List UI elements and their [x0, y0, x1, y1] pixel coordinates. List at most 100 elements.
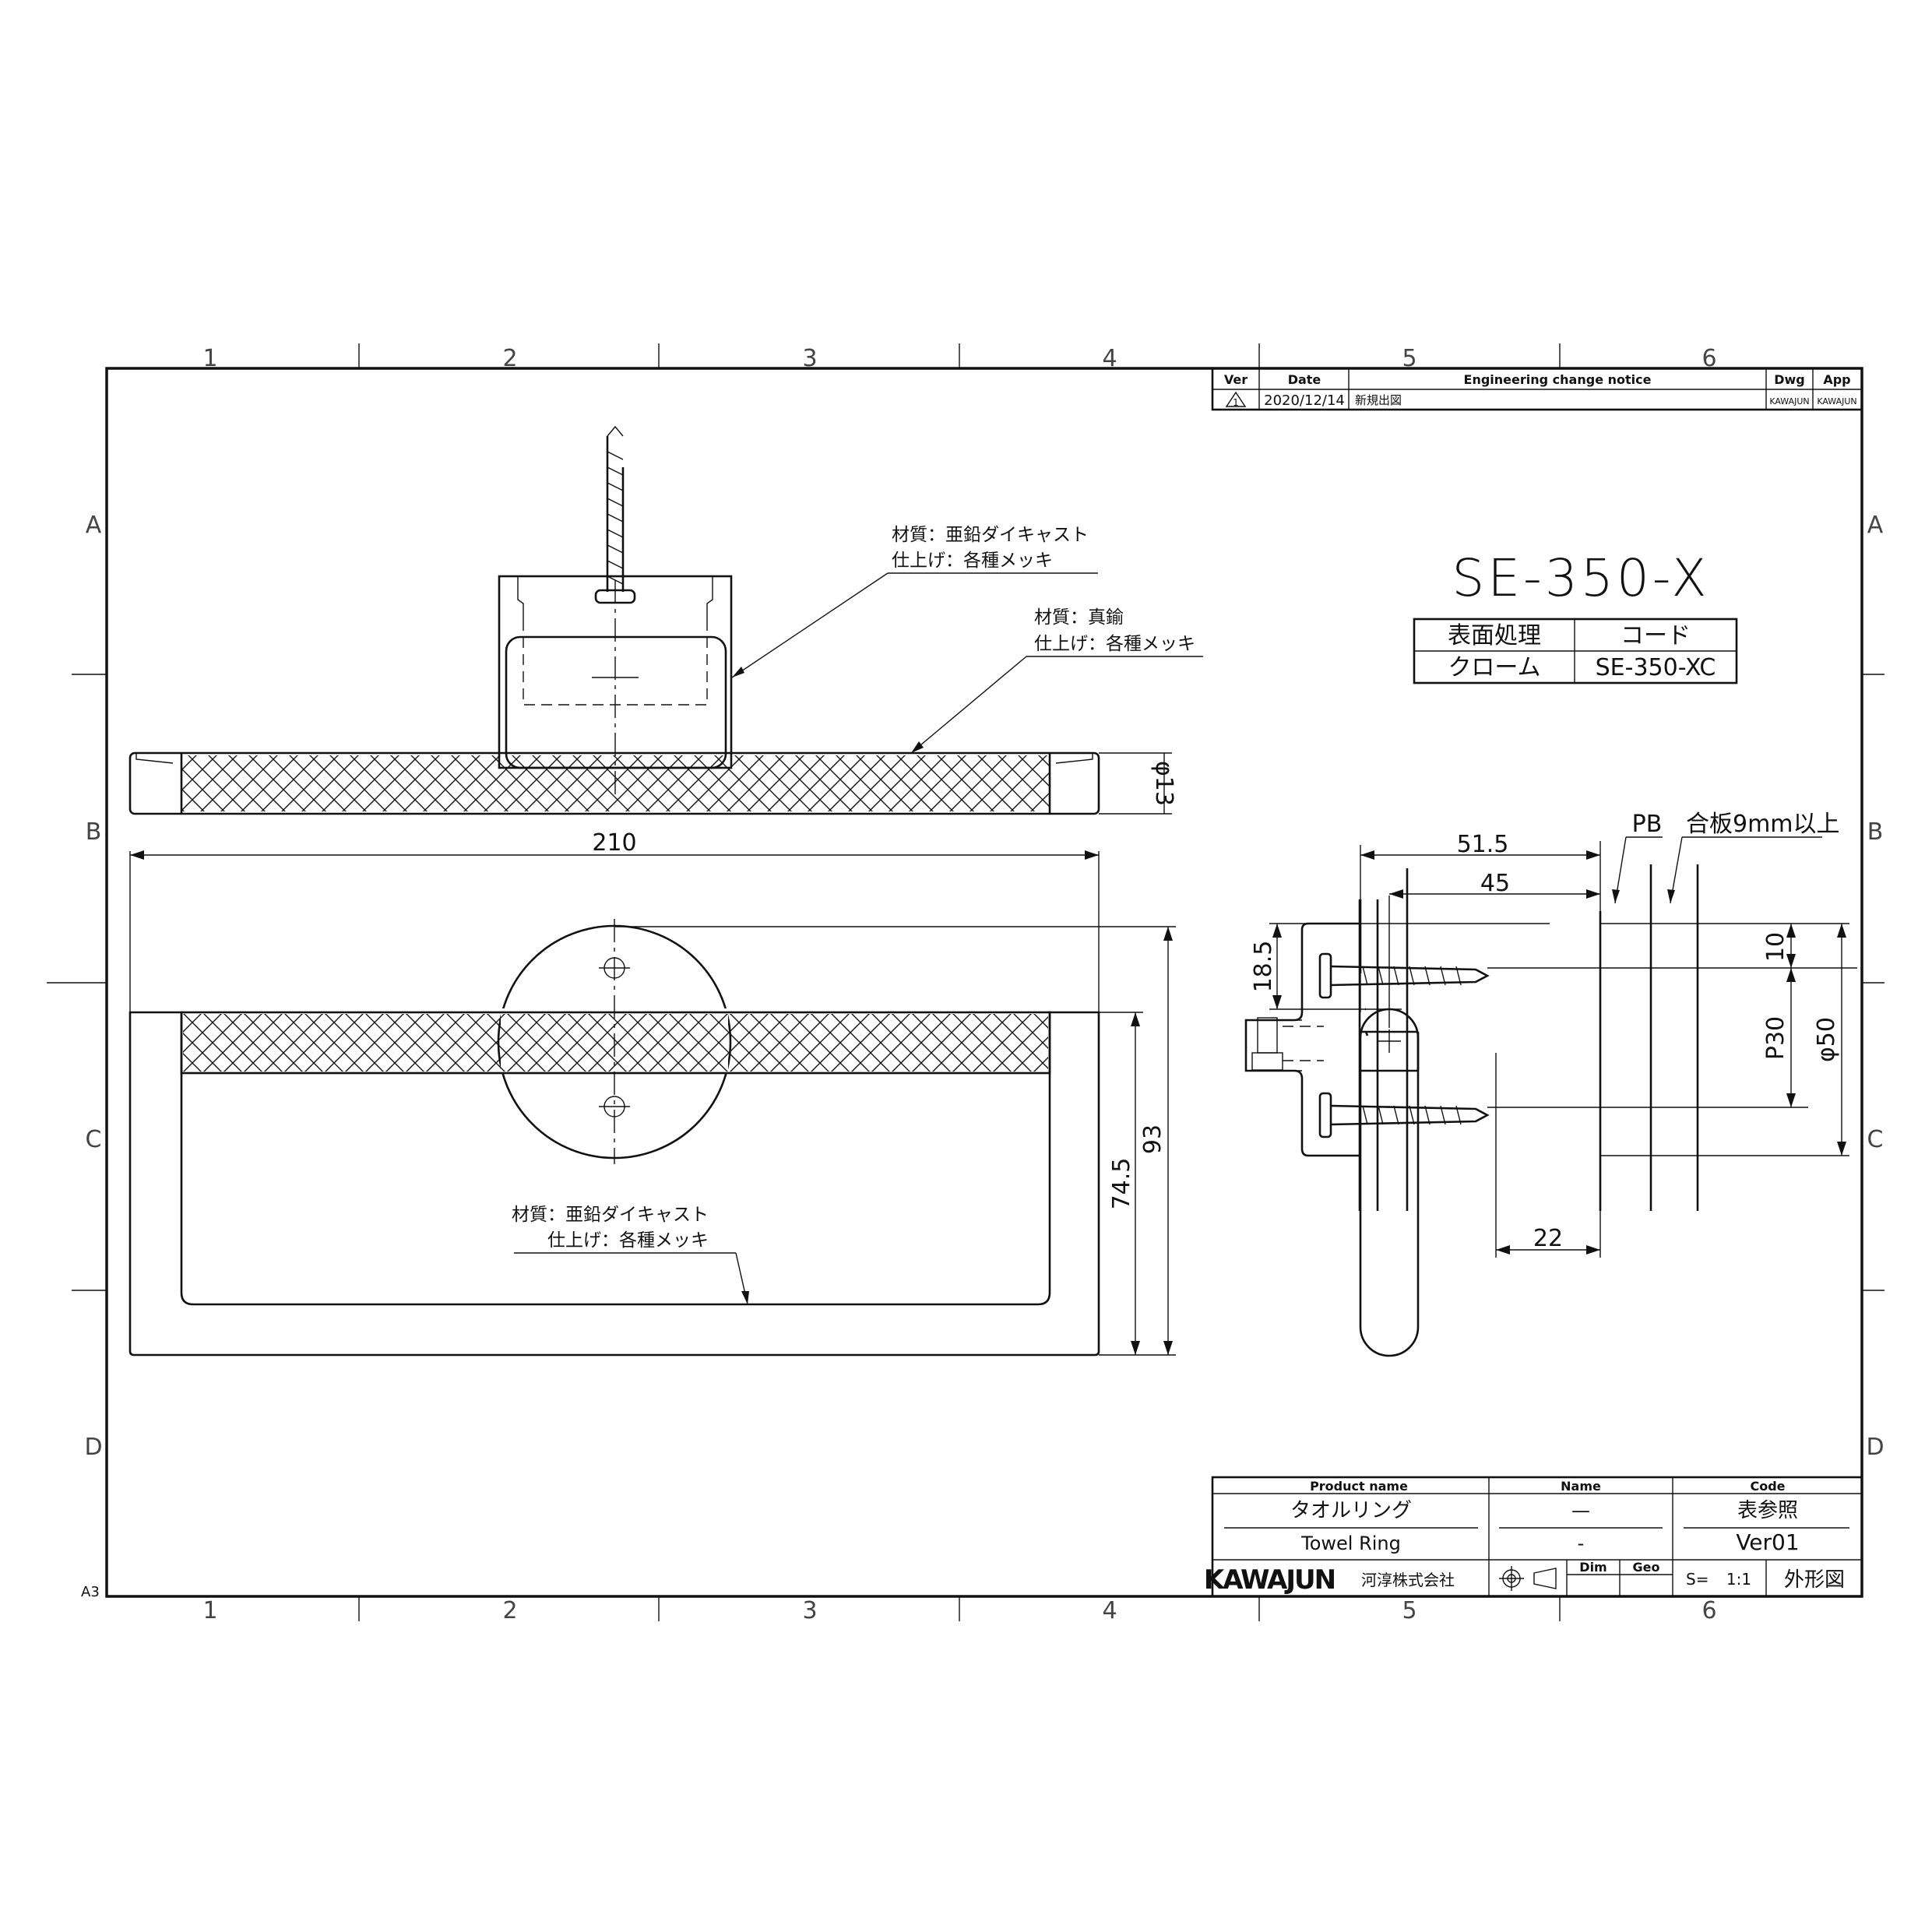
svg-text:Dim: Dim [1579, 1560, 1606, 1575]
svg-text:Towel Ring: Towel Ring [1300, 1533, 1401, 1554]
svg-text:Code: Code [1750, 1479, 1785, 1494]
dim-depth-22: 22 [1495, 1053, 1601, 1258]
svg-text:P30: P30 [1762, 1016, 1789, 1060]
svg-text:4: 4 [1102, 1597, 1117, 1624]
svg-text:クローム: クローム [1448, 654, 1540, 681]
svg-text:コード: コード [1621, 622, 1691, 649]
svg-text:2020/12/14: 2020/12/14 [1264, 392, 1345, 409]
svg-text:PB: PB [1632, 811, 1663, 838]
svg-text:4: 4 [1102, 345, 1117, 372]
svg-text:Dwg: Dwg [1774, 372, 1805, 387]
svg-text:表面処理: 表面処理 [1448, 622, 1541, 649]
dim-overall-width: 210 [129, 829, 1100, 1012]
svg-text:D: D [84, 1434, 102, 1461]
svg-text:5: 5 [1402, 345, 1416, 372]
svg-text:仕上げ：各種メッキ: 仕上げ：各種メッキ [1034, 634, 1195, 654]
svg-text:—: — [1571, 1500, 1590, 1522]
svg-text:A: A [1867, 512, 1884, 539]
svg-text:45: 45 [1480, 870, 1510, 897]
svg-text:B: B [86, 818, 102, 846]
projection-symbol-icon [1499, 1566, 1557, 1591]
svg-text:3: 3 [802, 1597, 817, 1624]
svg-text:C: C [1867, 1126, 1884, 1153]
svg-text:φ50: φ50 [1813, 1017, 1840, 1062]
top-view [128, 425, 1100, 815]
svg-text:外形図: 外形図 [1784, 1568, 1845, 1592]
side-view-centre [1378, 896, 1401, 1053]
frame-ticks [47, 343, 1884, 1621]
company-logo: KAWAJUN [1204, 1564, 1335, 1596]
dim-base-diameter: φ50 [1600, 923, 1849, 1156]
revision-table: Ver Date Engineering change notice Dwg A… [1211, 367, 1863, 411]
svg-text:仕上げ：各種メッキ: 仕上げ：各種メッキ [547, 1230, 709, 1251]
front-view-notes: 材質：亜鉛ダイキャスト 仕上げ：各種メッキ [512, 1205, 749, 1305]
dim-bar-diameter: φ13 [1099, 752, 1177, 815]
svg-text:S=: S= [1686, 1570, 1709, 1589]
sheet-size-label: A3 [81, 1584, 100, 1600]
svg-text:2: 2 [502, 345, 517, 372]
svg-text:材質：亜鉛ダイキャスト: 材質：亜鉛ダイキャスト [892, 525, 1089, 545]
svg-text:10: 10 [1762, 932, 1789, 962]
svg-text:KAWAJUN: KAWAJUN [1817, 396, 1856, 406]
svg-text:Name: Name [1561, 1479, 1601, 1494]
dim-depth-51-5: 51.5 [1360, 831, 1601, 1012]
svg-text:Ver01: Ver01 [1736, 1529, 1799, 1555]
wall-layers [1599, 864, 1699, 1211]
dim-screw-10: 10 [1487, 924, 1857, 1108]
svg-text:C: C [86, 1126, 102, 1153]
svg-text:3: 3 [802, 345, 817, 372]
plywood-label: 合板9mm以上 [1667, 811, 1840, 904]
svg-text:1:1: 1:1 [1726, 1570, 1751, 1589]
front-view [128, 919, 1100, 1357]
svg-text:Geo: Geo [1633, 1560, 1660, 1575]
column-labels-bottom: 1 2 3 4 5 6 [202, 1597, 1716, 1624]
svg-text:22: 22 [1533, 1225, 1563, 1252]
finish-table: 表面処理 コード クローム SE-350-XC [1413, 618, 1738, 684]
dim-depth-45: 45 [1389, 870, 1600, 899]
revision-triangle-icon [1225, 391, 1247, 407]
svg-text:Date: Date [1288, 372, 1321, 387]
svg-text:Ver: Ver [1224, 372, 1248, 387]
row-labels-left: A B C D [84, 512, 102, 1461]
pb-label: PB [1612, 811, 1663, 904]
svg-text:1: 1 [202, 345, 217, 372]
svg-text:1: 1 [1233, 397, 1239, 408]
svg-text:Product name: Product name [1310, 1479, 1408, 1494]
svg-text:210: 210 [592, 829, 636, 857]
svg-text:材質：亜鉛ダイキャスト: 材質：亜鉛ダイキャスト [512, 1205, 709, 1225]
svg-text:18.5: 18.5 [1250, 941, 1277, 993]
dim-offset-18-5: 18.5 [1250, 923, 1550, 1010]
svg-text:A: A [86, 512, 102, 539]
ring-capsule-outline [1359, 1008, 1420, 1357]
svg-text:B: B [1867, 818, 1884, 846]
svg-text:51.5: 51.5 [1457, 831, 1509, 858]
dim-heights: 93 74.5 [615, 926, 1176, 1356]
svg-text:1: 1 [202, 1597, 217, 1624]
svg-text:6: 6 [1701, 1597, 1716, 1624]
dim-pitch: P30 [1762, 968, 1796, 1107]
row-labels-right: A B C D [1866, 512, 1884, 1461]
model-code: SE-350-X [1452, 548, 1709, 608]
svg-text:App: App [1823, 372, 1850, 387]
svg-text:合板9mm以上: 合板9mm以上 [1686, 811, 1840, 838]
column-labels-top: 1 2 3 4 5 6 [202, 345, 1716, 372]
svg-text:5: 5 [1402, 1597, 1416, 1624]
svg-text:φ13: φ13 [1150, 761, 1177, 806]
svg-text:タオルリング: タオルリング [1290, 1499, 1412, 1522]
side-view [1244, 868, 1490, 1211]
svg-text:-: - [1578, 1533, 1585, 1554]
top-view-notes: 材質：亜鉛ダイキャスト 仕上げ：各種メッキ 材質：真鍮 仕上げ：各種メッキ [731, 525, 1203, 754]
svg-text:新規出図: 新規出図 [1355, 393, 1402, 407]
svg-text:Engineering change notice: Engineering change notice [1464, 372, 1652, 387]
svg-text:表参照: 表参照 [1737, 1499, 1798, 1522]
svg-text:93: 93 [1139, 1124, 1167, 1154]
title-block: Product name Name Code タオルリング Towel Ring… [1204, 1476, 1863, 1598]
svg-text:2: 2 [502, 1597, 517, 1624]
svg-text:材質：真鍮: 材質：真鍮 [1034, 607, 1124, 628]
svg-text:D: D [1866, 1434, 1884, 1461]
svg-text:74.5: 74.5 [1108, 1158, 1135, 1210]
svg-text:SE-350-XC: SE-350-XC [1596, 654, 1716, 681]
svg-text:KAWAJUN: KAWAJUN [1769, 396, 1809, 406]
svg-text:河淳株式会社: 河淳株式会社 [1361, 1571, 1455, 1589]
